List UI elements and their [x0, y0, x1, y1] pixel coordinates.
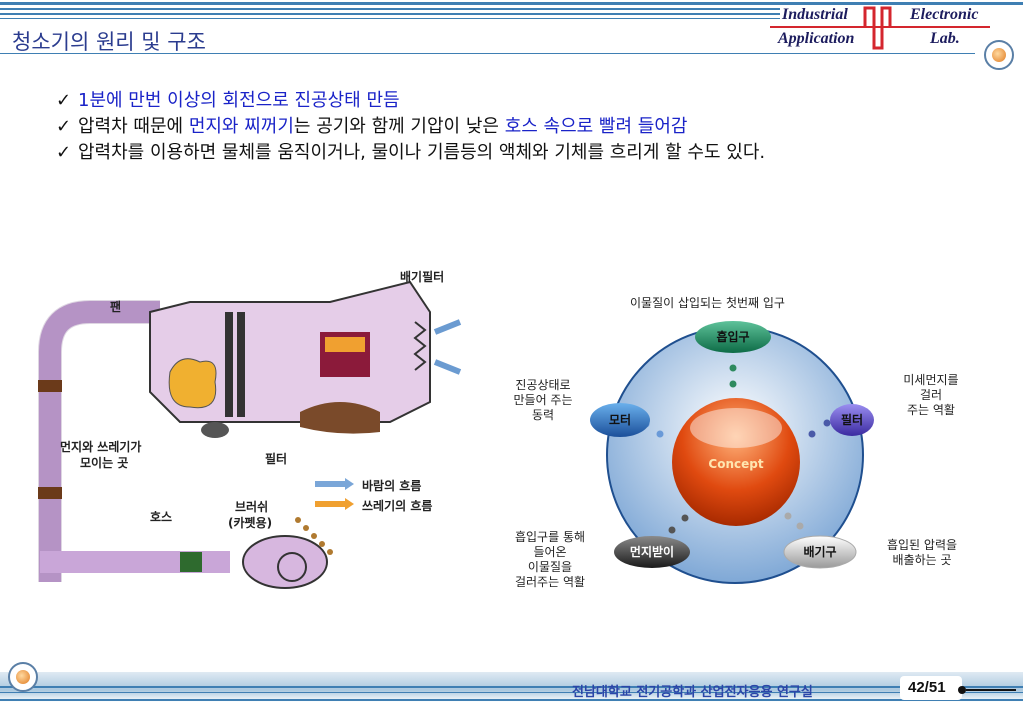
footer-ring-icon — [8, 662, 38, 692]
bullet-text: 압력차 때문에 — [78, 116, 189, 137]
logo-word-electronic: Electronic — [910, 6, 979, 23]
node-intake: 흡입구 — [716, 329, 749, 344]
footer-organization: 전남대학교 전기공학과 산업전자응용 연구실 — [572, 685, 813, 700]
node-filter: 필터 — [841, 412, 863, 427]
bullet-list: ✓ 1분에 만번 이상의 회전으로 진공상태 만듬 ✓ 압력차 때문에 먼지와 … — [56, 88, 956, 166]
desc-line: 배출하는 곳 — [892, 553, 952, 567]
desc-line: 이물질을 — [527, 560, 573, 574]
desc-motor: 진공상태로 만들어 주는 동력 — [500, 378, 586, 423]
check-icon: ✓ — [56, 90, 72, 111]
desc-line: 걸러주는 역활 — [514, 575, 586, 589]
label-brush-1: 브러쉬 — [235, 500, 269, 514]
desc-line: 동력 — [531, 408, 555, 422]
bullet-item: ✓ 압력차를 이용하면 물체를 움직이거나, 물이나 기름등의 액체와 기체를 … — [56, 140, 928, 166]
logo-waveform-icon — [770, 6, 990, 50]
desc-intake: 이물질이 삽입되는 첫번째 입구 — [630, 296, 785, 310]
logo-word-application: Application — [778, 30, 855, 47]
logo-word-industrial: Industrial — [782, 6, 848, 23]
page-title: 청소기의 원리 및 구조 — [12, 30, 206, 54]
title-underline — [0, 53, 975, 54]
label-dust-area-1: 먼지와 쓰레기가 — [60, 440, 142, 454]
page-line — [966, 689, 1016, 691]
node-dust-bag: 먼지받이 — [630, 544, 674, 559]
top-stripe — [0, 0, 1023, 24]
desc-line: 흡입된 압력을 — [886, 538, 958, 552]
vacuum-cleaner-illustration — [38, 280, 462, 589]
concept-diagram: Concept 흡입구 필터 배기구 먼지받이 모터 — [590, 321, 874, 584]
bullet-text: 는 공기와 함께 기압이 낮은 — [293, 116, 505, 137]
page-number: 42/51 — [908, 679, 946, 696]
label-fan: 팬 — [110, 300, 122, 314]
desc-line: 만들어 주는 — [513, 393, 573, 407]
label-exhaust-filter: 배기필터 — [400, 270, 445, 284]
desc-line: 걸러 — [919, 388, 943, 402]
concept-center-label: Concept — [708, 457, 763, 471]
desc-line: 미세먼지를 — [903, 373, 959, 387]
node-motor: 모터 — [609, 412, 631, 427]
label-brush-2: (카펫용) — [228, 516, 273, 530]
bullet-text: 1분에 만번 이상의 회전으로 진공상태 만듬 — [78, 90, 400, 111]
desc-filter: 미세먼지를 걸러 주는 역활 — [888, 373, 974, 418]
bullet-text-highlight: 호스 속으로 빨려 들어감 — [504, 116, 688, 137]
label-dust-area-2: 모이는 곳 — [80, 456, 129, 470]
logo-word-lab: Lab. — [930, 30, 960, 47]
lab-logo: Industrial Electronic Application Lab. — [770, 4, 990, 54]
label-hose: 호스 — [150, 510, 173, 524]
page-number-box — [900, 676, 962, 700]
legend-waste-flow: 쓰레기의 흐름 — [362, 499, 433, 513]
desc-line: 진공상태로 — [515, 378, 571, 392]
legend-air-flow: 바람의 흐름 — [362, 479, 422, 493]
check-icon: ✓ — [56, 142, 72, 163]
node-exhaust: 배기구 — [803, 544, 836, 559]
label-filter: 필터 — [265, 452, 288, 466]
desc-exhaust: 흡입된 압력을 배출하는 곳 — [872, 538, 972, 568]
desc-line: 들어온 — [533, 545, 567, 559]
desc-line: 주는 역활 — [907, 403, 955, 417]
footer — [0, 672, 1023, 708]
desc-dust-bag: 흡입구를 통해 들어온 이물질을 걸러주는 역활 — [500, 530, 600, 590]
bullet-item: ✓ 압력차 때문에 먼지와 찌꺼기는 공기와 함께 기압이 낮은 호스 속으로 … — [56, 114, 956, 140]
bullet-item: ✓ 1분에 만번 이상의 회전으로 진공상태 만듬 — [56, 88, 956, 114]
page-dot-icon — [958, 686, 966, 694]
desc-line: 흡입구를 통해 — [514, 530, 586, 544]
bullet-text-highlight: 먼지와 찌꺼기 — [188, 116, 294, 137]
bullet-text: 압력차를 이용하면 물체를 움직이거나, 물이나 기름등의 액체와 기체를 흐리… — [78, 142, 766, 163]
corner-ring-icon — [984, 40, 1014, 70]
check-icon: ✓ — [56, 116, 72, 137]
